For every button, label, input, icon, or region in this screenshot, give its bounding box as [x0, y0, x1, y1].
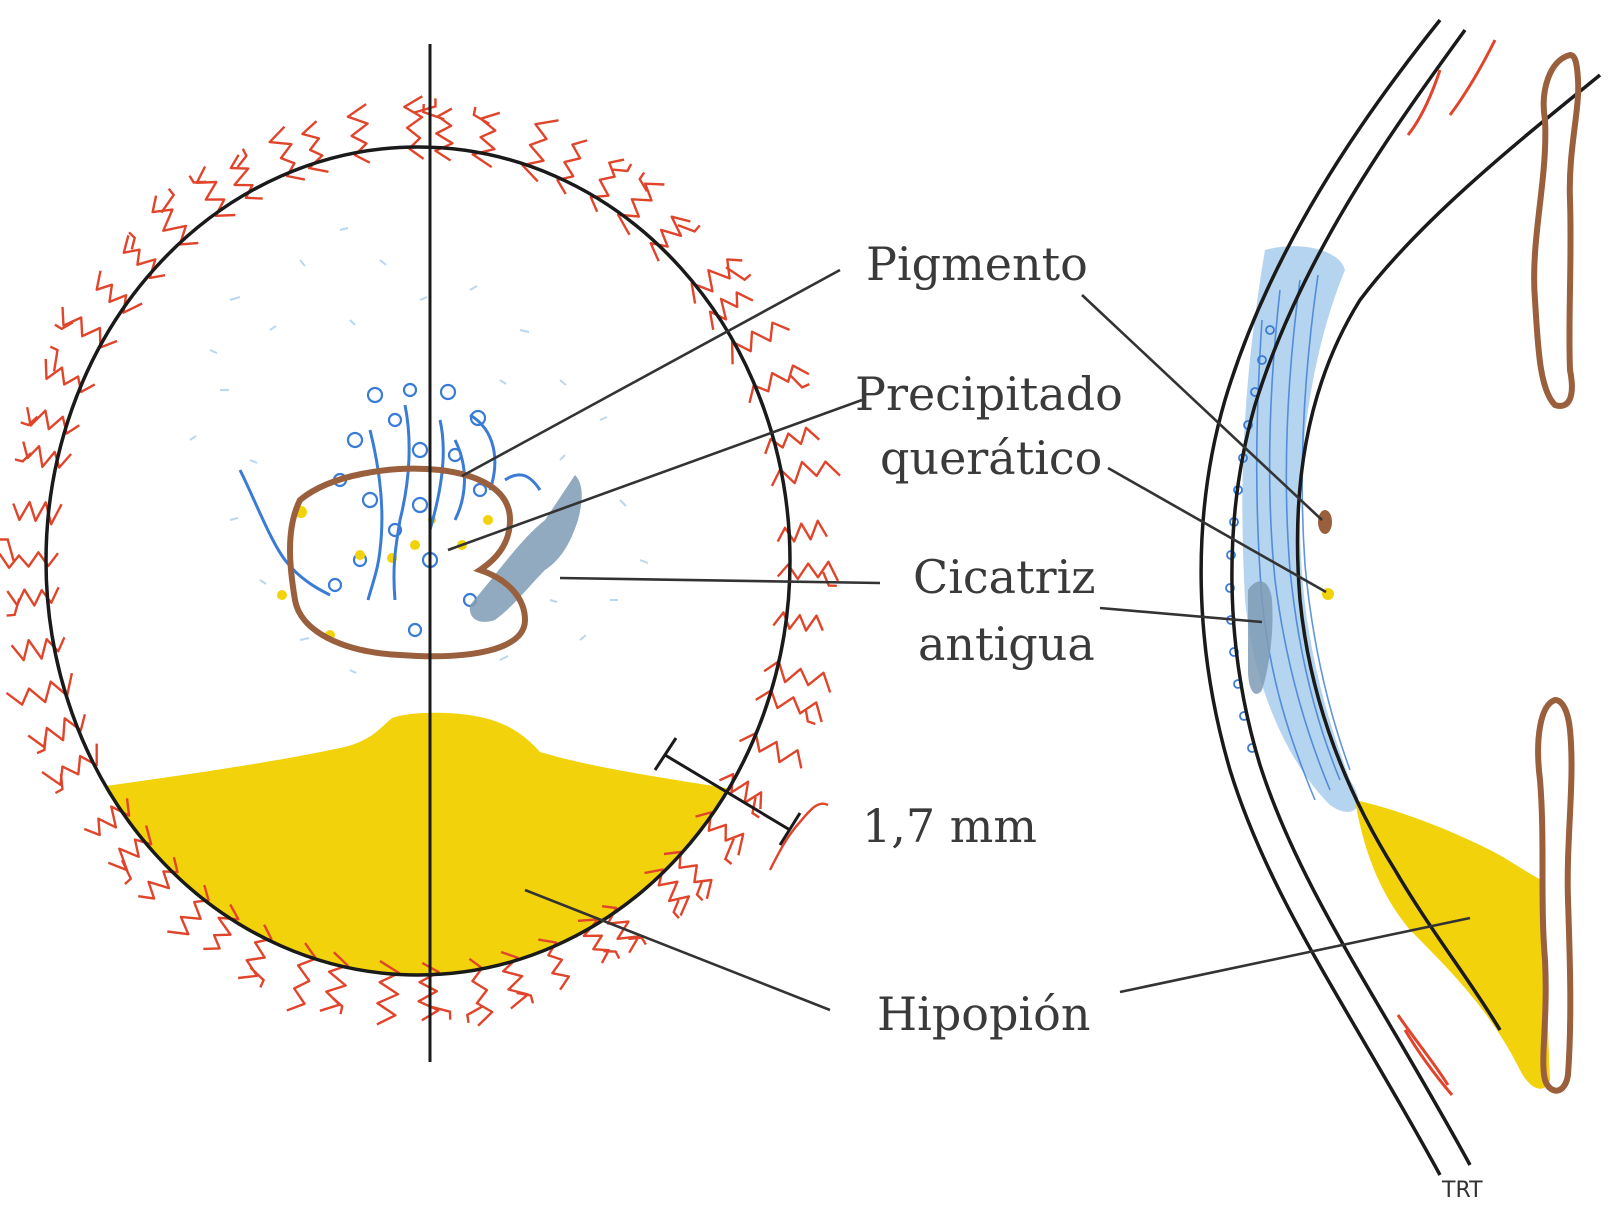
- limbal-vessel: [404, 96, 423, 159]
- leader-scar-side: [1100, 608, 1262, 622]
- label-kp-line1: Precipitado: [855, 367, 1123, 421]
- limbal-vessel-branch: [790, 375, 810, 388]
- iris-upper: [1534, 55, 1578, 406]
- limbal-vessel-branch: [697, 881, 703, 900]
- label-scar-line2: antigua: [918, 617, 1095, 671]
- pigment-side: [1318, 510, 1332, 534]
- limbal-vessel-branch: [467, 1006, 482, 1022]
- limbal-vessel-branch: [806, 709, 816, 724]
- front-view: [0, 44, 840, 1062]
- limbal-vessel-branch: [50, 347, 57, 372]
- limbal-vessel-branch: [678, 225, 700, 231]
- side-view: [1201, 20, 1600, 1175]
- labels: Pigmento Precipitado querático Cicatriz …: [855, 237, 1483, 1203]
- limbal-vessel-branch: [122, 860, 131, 884]
- limbal-vessel: [778, 562, 838, 581]
- limbal-vessel: [124, 235, 165, 278]
- label-kp-line2: querático: [880, 431, 1102, 485]
- limbal-vessel: [523, 120, 559, 181]
- limbal-vessel: [773, 612, 823, 630]
- blue-vessels: [240, 405, 540, 600]
- limbal-vessel-branch: [674, 900, 679, 918]
- limbal-vessel-branch: [129, 232, 135, 249]
- limbal-vessel: [197, 167, 236, 216]
- limbal-vessel-branch: [238, 149, 247, 167]
- limbal-vessel: [618, 184, 664, 235]
- limbal-vessel-branch: [612, 164, 631, 171]
- label-hypopyon: Hipopión: [877, 987, 1090, 1041]
- leader-hypopyon-side: [1120, 918, 1470, 992]
- limbal-vessel: [153, 196, 199, 245]
- old-scar-front: [470, 475, 582, 622]
- limbal-vessel-branch: [640, 172, 647, 191]
- leader-scar-front: [560, 578, 880, 583]
- label-measure: 1,7 mm: [862, 799, 1037, 853]
- artist-signature: TRT: [1441, 1178, 1483, 1203]
- iris-lower: [1538, 700, 1571, 1091]
- hypopyon-side: [1355, 800, 1550, 1089]
- leader-hypopyon-front: [525, 890, 830, 1010]
- limbal-vessel: [778, 521, 827, 542]
- limbal-vessel: [46, 359, 95, 392]
- corneal-haze: [190, 228, 648, 673]
- limbal-vessel: [0, 552, 58, 568]
- limbal-vessel-branch: [474, 107, 489, 124]
- limbal-vessel: [7, 587, 58, 605]
- label-scar-line1: Cicatriz: [913, 550, 1096, 604]
- limbal-vessel-branch: [725, 839, 734, 864]
- label-pigment: Pigmento: [866, 237, 1088, 291]
- yellow-dots: [277, 506, 493, 640]
- limbal-vessel: [692, 259, 743, 303]
- brown-infiltrate-ring: [290, 469, 525, 656]
- limbal-vessel: [28, 714, 85, 747]
- hypopyon-front: [40, 713, 800, 1000]
- limbal-vessel: [13, 502, 61, 524]
- limbal-vessel: [63, 307, 118, 348]
